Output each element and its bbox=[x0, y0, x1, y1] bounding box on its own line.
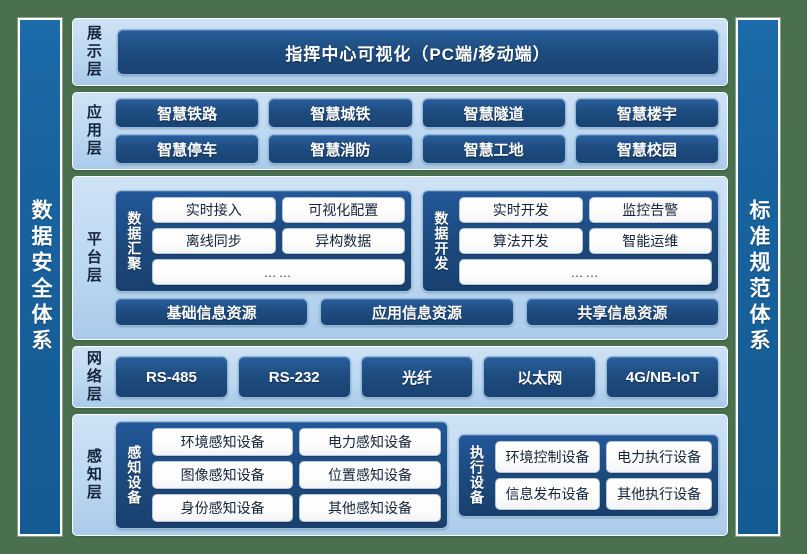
sensing-group-sensing-devices: 感知设备 环境感知设备 电力感知设备 图像感知设备 位置感知设备 身份感知设备 … bbox=[115, 421, 448, 529]
platform-group-data-aggregation: 数据汇聚 实时接入 可视化配置 离线同步 异构数据 …… bbox=[115, 190, 412, 292]
layer-platform-label: 平台层 bbox=[84, 231, 102, 285]
layer-platform: 平台层 数据汇聚 实时接入 可视化配置 离线同步 异构数据 …… bbox=[72, 176, 728, 340]
sensing-group-actuator-devices-label: 执行设备 bbox=[468, 445, 485, 505]
sensing-group-sensing-devices-label: 感知设备 bbox=[126, 445, 143, 505]
resource-shared-information[interactable]: 共享信息资源 bbox=[525, 298, 719, 326]
layer-display-body: 指挥中心可视化（PC端/移动端） bbox=[113, 19, 727, 85]
standard-specification-system-label: 标准规范体系 bbox=[747, 199, 771, 355]
platform-group-data-development-grid: 实时开发 监控告警 算法开发 智能运维 …… bbox=[459, 197, 712, 285]
layer-application-body: 智慧铁路 智慧城铁 智慧隧道 智慧楼宇 智慧停车 智慧消防 智慧工地 智慧校园 bbox=[113, 93, 727, 169]
platform-item-more-development[interactable]: …… bbox=[459, 259, 712, 285]
app-item-smart-urban-rail[interactable]: 智慧城铁 bbox=[268, 98, 413, 128]
platform-groups-row: 数据汇聚 实时接入 可视化配置 离线同步 异构数据 …… 数据开发 bbox=[115, 190, 719, 292]
application-items-grid: 智慧铁路 智慧城铁 智慧隧道 智慧楼宇 智慧停车 智慧消防 智慧工地 智慧校园 bbox=[115, 98, 719, 164]
layer-network-body: RS-485 RS-232 光纤 以太网 4G/NB-IoT bbox=[113, 347, 727, 407]
layer-network-label-wrap: 网络层 bbox=[73, 347, 113, 407]
network-item-fiber[interactable]: 光纤 bbox=[360, 356, 474, 398]
app-item-smart-parking[interactable]: 智慧停车 bbox=[115, 134, 260, 164]
app-item-smart-construction[interactable]: 智慧工地 bbox=[421, 134, 566, 164]
sensing-item-location-sensor[interactable]: 位置感知设备 bbox=[299, 461, 441, 489]
layer-display-label: 展示层 bbox=[84, 25, 102, 79]
app-item-smart-tunnel[interactable]: 智慧隧道 bbox=[421, 98, 566, 128]
network-item-rs485[interactable]: RS-485 bbox=[115, 356, 228, 398]
platform-item-more-aggregation[interactable]: …… bbox=[152, 259, 405, 285]
layer-display: 展示层 指挥中心可视化（PC端/移动端） bbox=[72, 18, 728, 86]
platform-item-heterogeneous-data[interactable]: 异构数据 bbox=[281, 228, 405, 254]
platform-group-data-aggregation-grid: 实时接入 可视化配置 离线同步 异构数据 …… bbox=[152, 197, 405, 285]
sensing-group-sensing-devices-label-wrap: 感知设备 bbox=[122, 428, 146, 522]
platform-item-offline-sync[interactable]: 离线同步 bbox=[152, 228, 276, 254]
network-item-ethernet[interactable]: 以太网 bbox=[483, 356, 597, 398]
platform-group-data-aggregation-label: 数据汇聚 bbox=[126, 211, 143, 271]
layer-sensing-label: 感知层 bbox=[84, 448, 102, 502]
platform-group-data-development-label: 数据开发 bbox=[433, 211, 450, 271]
sensing-item-power-sensor[interactable]: 电力感知设备 bbox=[299, 428, 441, 456]
platform-group-data-development-label-wrap: 数据开发 bbox=[429, 197, 453, 285]
app-item-smart-firefighting[interactable]: 智慧消防 bbox=[268, 134, 413, 164]
platform-item-visual-config[interactable]: 可视化配置 bbox=[281, 197, 405, 223]
layer-sensing: 感知层 感知设备 环境感知设备 电力感知设备 图像感知设备 位置感知设备 身份感… bbox=[72, 414, 728, 536]
actuator-item-other-actuator[interactable]: 其他执行设备 bbox=[606, 477, 712, 510]
sensing-group-actuator-devices-label-wrap: 执行设备 bbox=[465, 441, 489, 510]
app-item-smart-building[interactable]: 智慧楼宇 bbox=[574, 98, 719, 128]
layer-network: 网络层 RS-485 RS-232 光纤 以太网 4G/NB-IoT bbox=[72, 346, 728, 408]
layer-platform-label-wrap: 平台层 bbox=[73, 177, 113, 339]
sensing-group-actuator-devices: 执行设备 环境控制设备 电力执行设备 信息发布设备 其他执行设备 bbox=[457, 433, 719, 517]
layer-application-label: 应用层 bbox=[84, 104, 102, 158]
sensing-devices-grid: 环境感知设备 电力感知设备 图像感知设备 位置感知设备 身份感知设备 其他感知设… bbox=[152, 428, 441, 522]
actuator-item-power-actuator[interactable]: 电力执行设备 bbox=[606, 440, 712, 473]
sensing-item-identity-sensor[interactable]: 身份感知设备 bbox=[152, 494, 294, 522]
platform-group-data-development: 数据开发 实时开发 监控告警 算法开发 智能运维 …… bbox=[422, 190, 719, 292]
app-item-smart-railway[interactable]: 智慧铁路 bbox=[115, 98, 260, 128]
resource-basic-information[interactable]: 基础信息资源 bbox=[115, 298, 309, 326]
resource-application-information[interactable]: 应用信息资源 bbox=[320, 298, 514, 326]
sensing-item-other-sensor[interactable]: 其他感知设备 bbox=[299, 494, 441, 522]
network-items-row: RS-485 RS-232 光纤 以太网 4G/NB-IoT bbox=[115, 356, 719, 398]
platform-item-realtime-ingest[interactable]: 实时接入 bbox=[152, 197, 276, 223]
layer-application: 应用层 智慧铁路 智慧城铁 智慧隧道 智慧楼宇 智慧停车 智慧消防 智慧工地 智… bbox=[72, 92, 728, 170]
actuator-item-info-publishing[interactable]: 信息发布设备 bbox=[494, 477, 601, 510]
actuator-item-environment-control[interactable]: 环境控制设备 bbox=[494, 440, 601, 473]
platform-item-monitor-alarm[interactable]: 监控告警 bbox=[588, 197, 712, 223]
layer-platform-body: 数据汇聚 实时接入 可视化配置 离线同步 异构数据 …… 数据开发 bbox=[113, 177, 727, 339]
platform-resources-row: 基础信息资源 应用信息资源 共享信息资源 bbox=[115, 298, 719, 326]
command-center-visualization-banner[interactable]: 指挥中心可视化（PC端/移动端） bbox=[117, 29, 719, 75]
layer-application-label-wrap: 应用层 bbox=[73, 93, 113, 169]
platform-item-intelligent-ops[interactable]: 智能运维 bbox=[588, 228, 712, 254]
data-security-system-pillar: 数据安全体系 bbox=[18, 18, 62, 536]
layer-sensing-body: 感知设备 环境感知设备 电力感知设备 图像感知设备 位置感知设备 身份感知设备 … bbox=[113, 415, 727, 535]
layer-sensing-label-wrap: 感知层 bbox=[73, 415, 113, 535]
app-item-smart-campus[interactable]: 智慧校园 bbox=[574, 134, 719, 164]
platform-item-realtime-dev[interactable]: 实时开发 bbox=[459, 197, 583, 223]
platform-item-algorithm-dev[interactable]: 算法开发 bbox=[459, 228, 583, 254]
platform-group-data-aggregation-label-wrap: 数据汇聚 bbox=[122, 197, 146, 285]
actuator-devices-grid: 环境控制设备 电力执行设备 信息发布设备 其他执行设备 bbox=[494, 440, 712, 510]
sensing-item-image-sensor[interactable]: 图像感知设备 bbox=[152, 461, 294, 489]
layer-display-label-wrap: 展示层 bbox=[73, 19, 113, 85]
data-security-system-label: 数据安全体系 bbox=[29, 199, 53, 355]
standard-specification-system-pillar: 标准规范体系 bbox=[736, 18, 780, 536]
layer-network-label: 网络层 bbox=[84, 350, 102, 404]
network-item-rs232[interactable]: RS-232 bbox=[237, 356, 351, 398]
network-item-4g-nbiot[interactable]: 4G/NB-IoT bbox=[606, 356, 719, 398]
sensing-item-environment-sensor[interactable]: 环境感知设备 bbox=[152, 428, 294, 456]
